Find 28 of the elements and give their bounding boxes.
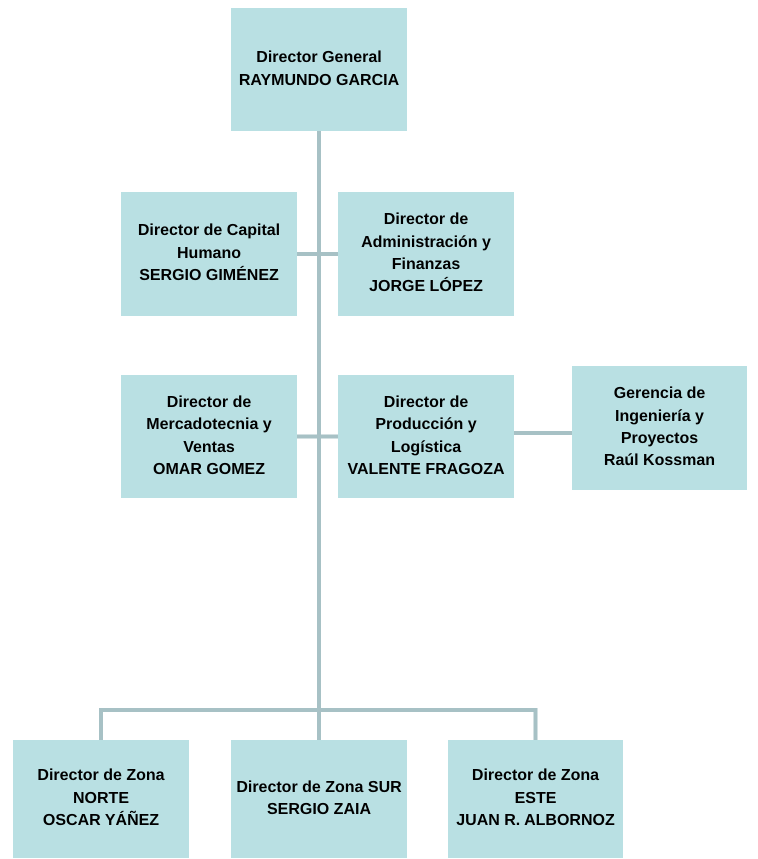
position-title: Director General (256, 48, 382, 68)
person-name: SERGIO GIMÉNEZ (139, 265, 279, 286)
position-title: Director de Capital Humano (136, 221, 282, 264)
person-name: VALENTE FRAGOZA (347, 460, 505, 480)
position-title: Gerencia de Ingeniería y Proyectos (612, 384, 706, 449)
person-name: Raúl Kossman (604, 451, 716, 472)
position-title: Director de Mercadotecnia y Ventas (145, 392, 273, 458)
position-title: Director de Administración y Finanzas (360, 210, 492, 275)
person-name: JORGE LÓPEZ (369, 276, 483, 298)
position-box (338, 192, 514, 316)
position-box (13, 740, 189, 858)
position-title: Director de Zona NORTE (36, 766, 166, 809)
person-name: SERGIO ZAIA (266, 800, 371, 820)
position-title: Director de Zona ESTE (470, 766, 600, 809)
person-name: OMAR GOMEZ (153, 460, 265, 480)
person-name: OSCAR YÁÑEZ (42, 810, 160, 832)
position-box (338, 375, 514, 498)
position-box (231, 740, 407, 858)
position-box (231, 8, 407, 131)
position-box (572, 366, 747, 490)
connector-line (514, 431, 572, 435)
position-box (448, 740, 623, 858)
position-box (121, 192, 297, 316)
person-name: JUAN R. ALBORNOZ (456, 811, 615, 832)
position-title: Director de Producción y Logística (374, 392, 478, 458)
position-title: Director de Zona SUR (236, 778, 402, 798)
position-box (121, 375, 297, 498)
person-name: RAYMUNDO GARCIA (238, 70, 400, 90)
